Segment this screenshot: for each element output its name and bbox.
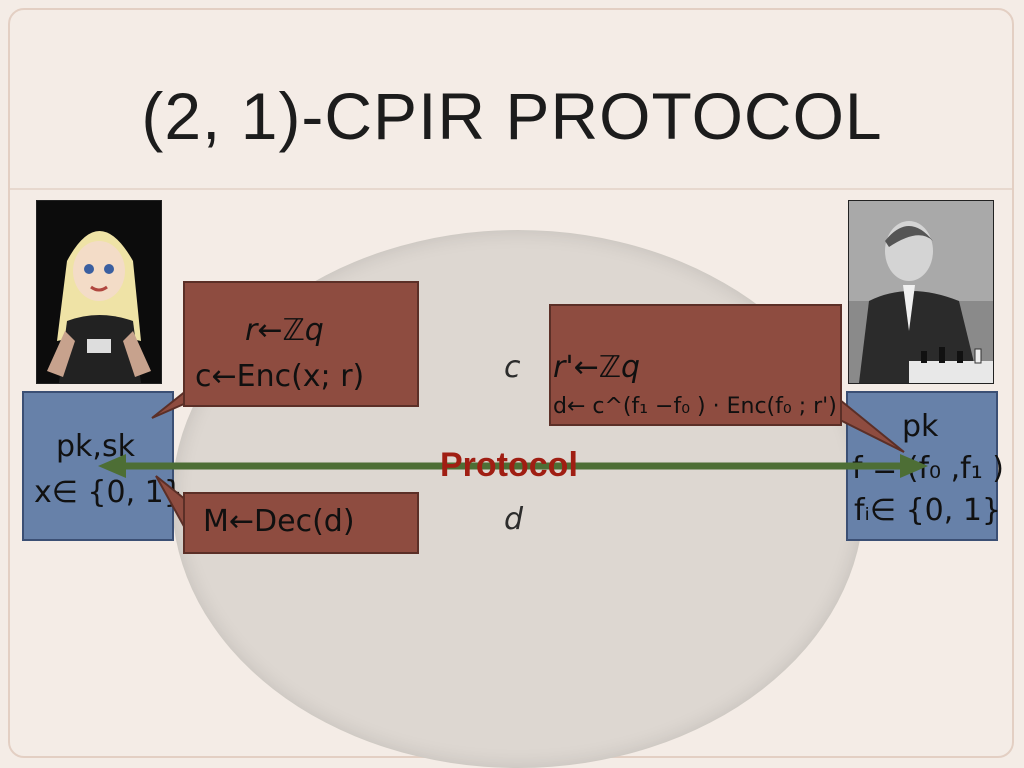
server-portrait xyxy=(848,200,994,384)
bubble-tail-step2 xyxy=(155,475,187,534)
client-decrypt: M←Dec(d) xyxy=(203,504,355,539)
client-random-r: r←ℤq xyxy=(245,313,324,348)
message-c: c xyxy=(504,350,521,385)
protocol-label: Protocol xyxy=(440,446,578,484)
cartoon-girl-portrait-icon xyxy=(37,201,161,383)
client-decrypt-bubble: M←Dec(d) xyxy=(183,492,419,554)
slide-title: (2, 1)-CPIR PROTOCOL xyxy=(141,79,883,153)
server-key: pk xyxy=(902,409,939,444)
title-divider xyxy=(10,188,1012,190)
protocol-arrow-head-left xyxy=(98,454,126,478)
message-d: d xyxy=(504,502,524,537)
chess-player-photo-icon xyxy=(849,201,993,383)
server-domain: fᵢ∈ {0, 1} xyxy=(854,493,1002,528)
client-portrait xyxy=(36,200,162,384)
server-random-r: r'←ℤq xyxy=(553,350,641,385)
client-encrypt-bubble: r←ℤq c←Enc(x; r) xyxy=(183,281,419,407)
client-encrypt: c←Enc(x; r) xyxy=(195,359,365,394)
server-compute: d← c^(f₁ −f₀ ) · Enc(f₀ ; r') xyxy=(553,394,837,419)
protocol-arrow-head-right xyxy=(900,454,928,478)
server-compute-bubble: r'←ℤq d← c^(f₁ −f₀ ) · Enc(f₀ ; r') xyxy=(549,304,842,426)
